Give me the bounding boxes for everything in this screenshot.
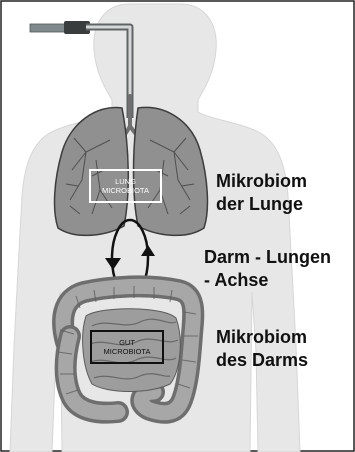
lung-microbiome-caption: Mikrobiom der Lunge bbox=[216, 170, 307, 216]
lung-box-line1: LUNG bbox=[90, 177, 161, 186]
lung-caption-line1: Mikrobiom bbox=[216, 170, 307, 193]
gut-microbiota-label: GUT MICROBIOTA bbox=[91, 338, 163, 356]
axis-caption-line1: Darm - Lungen bbox=[204, 246, 331, 269]
gut-caption-line2: des Darms bbox=[216, 349, 308, 372]
lung-box-line2: MICROBIOTA bbox=[90, 186, 161, 195]
gut-microbiome-caption: Mikrobiom des Darms bbox=[216, 326, 308, 372]
axis-caption-line2: - Achse bbox=[204, 269, 331, 292]
gut-caption-line1: Mikrobiom bbox=[216, 326, 308, 349]
lung-caption-line2: der Lunge bbox=[216, 193, 307, 216]
gut-box-line2: MICROBIOTA bbox=[91, 347, 163, 356]
lung-microbiota-label: LUNG MICROBIOTA bbox=[90, 177, 161, 195]
gut-box-line1: GUT bbox=[91, 338, 163, 347]
gut-lung-axis-caption: Darm - Lungen - Achse bbox=[204, 246, 331, 292]
